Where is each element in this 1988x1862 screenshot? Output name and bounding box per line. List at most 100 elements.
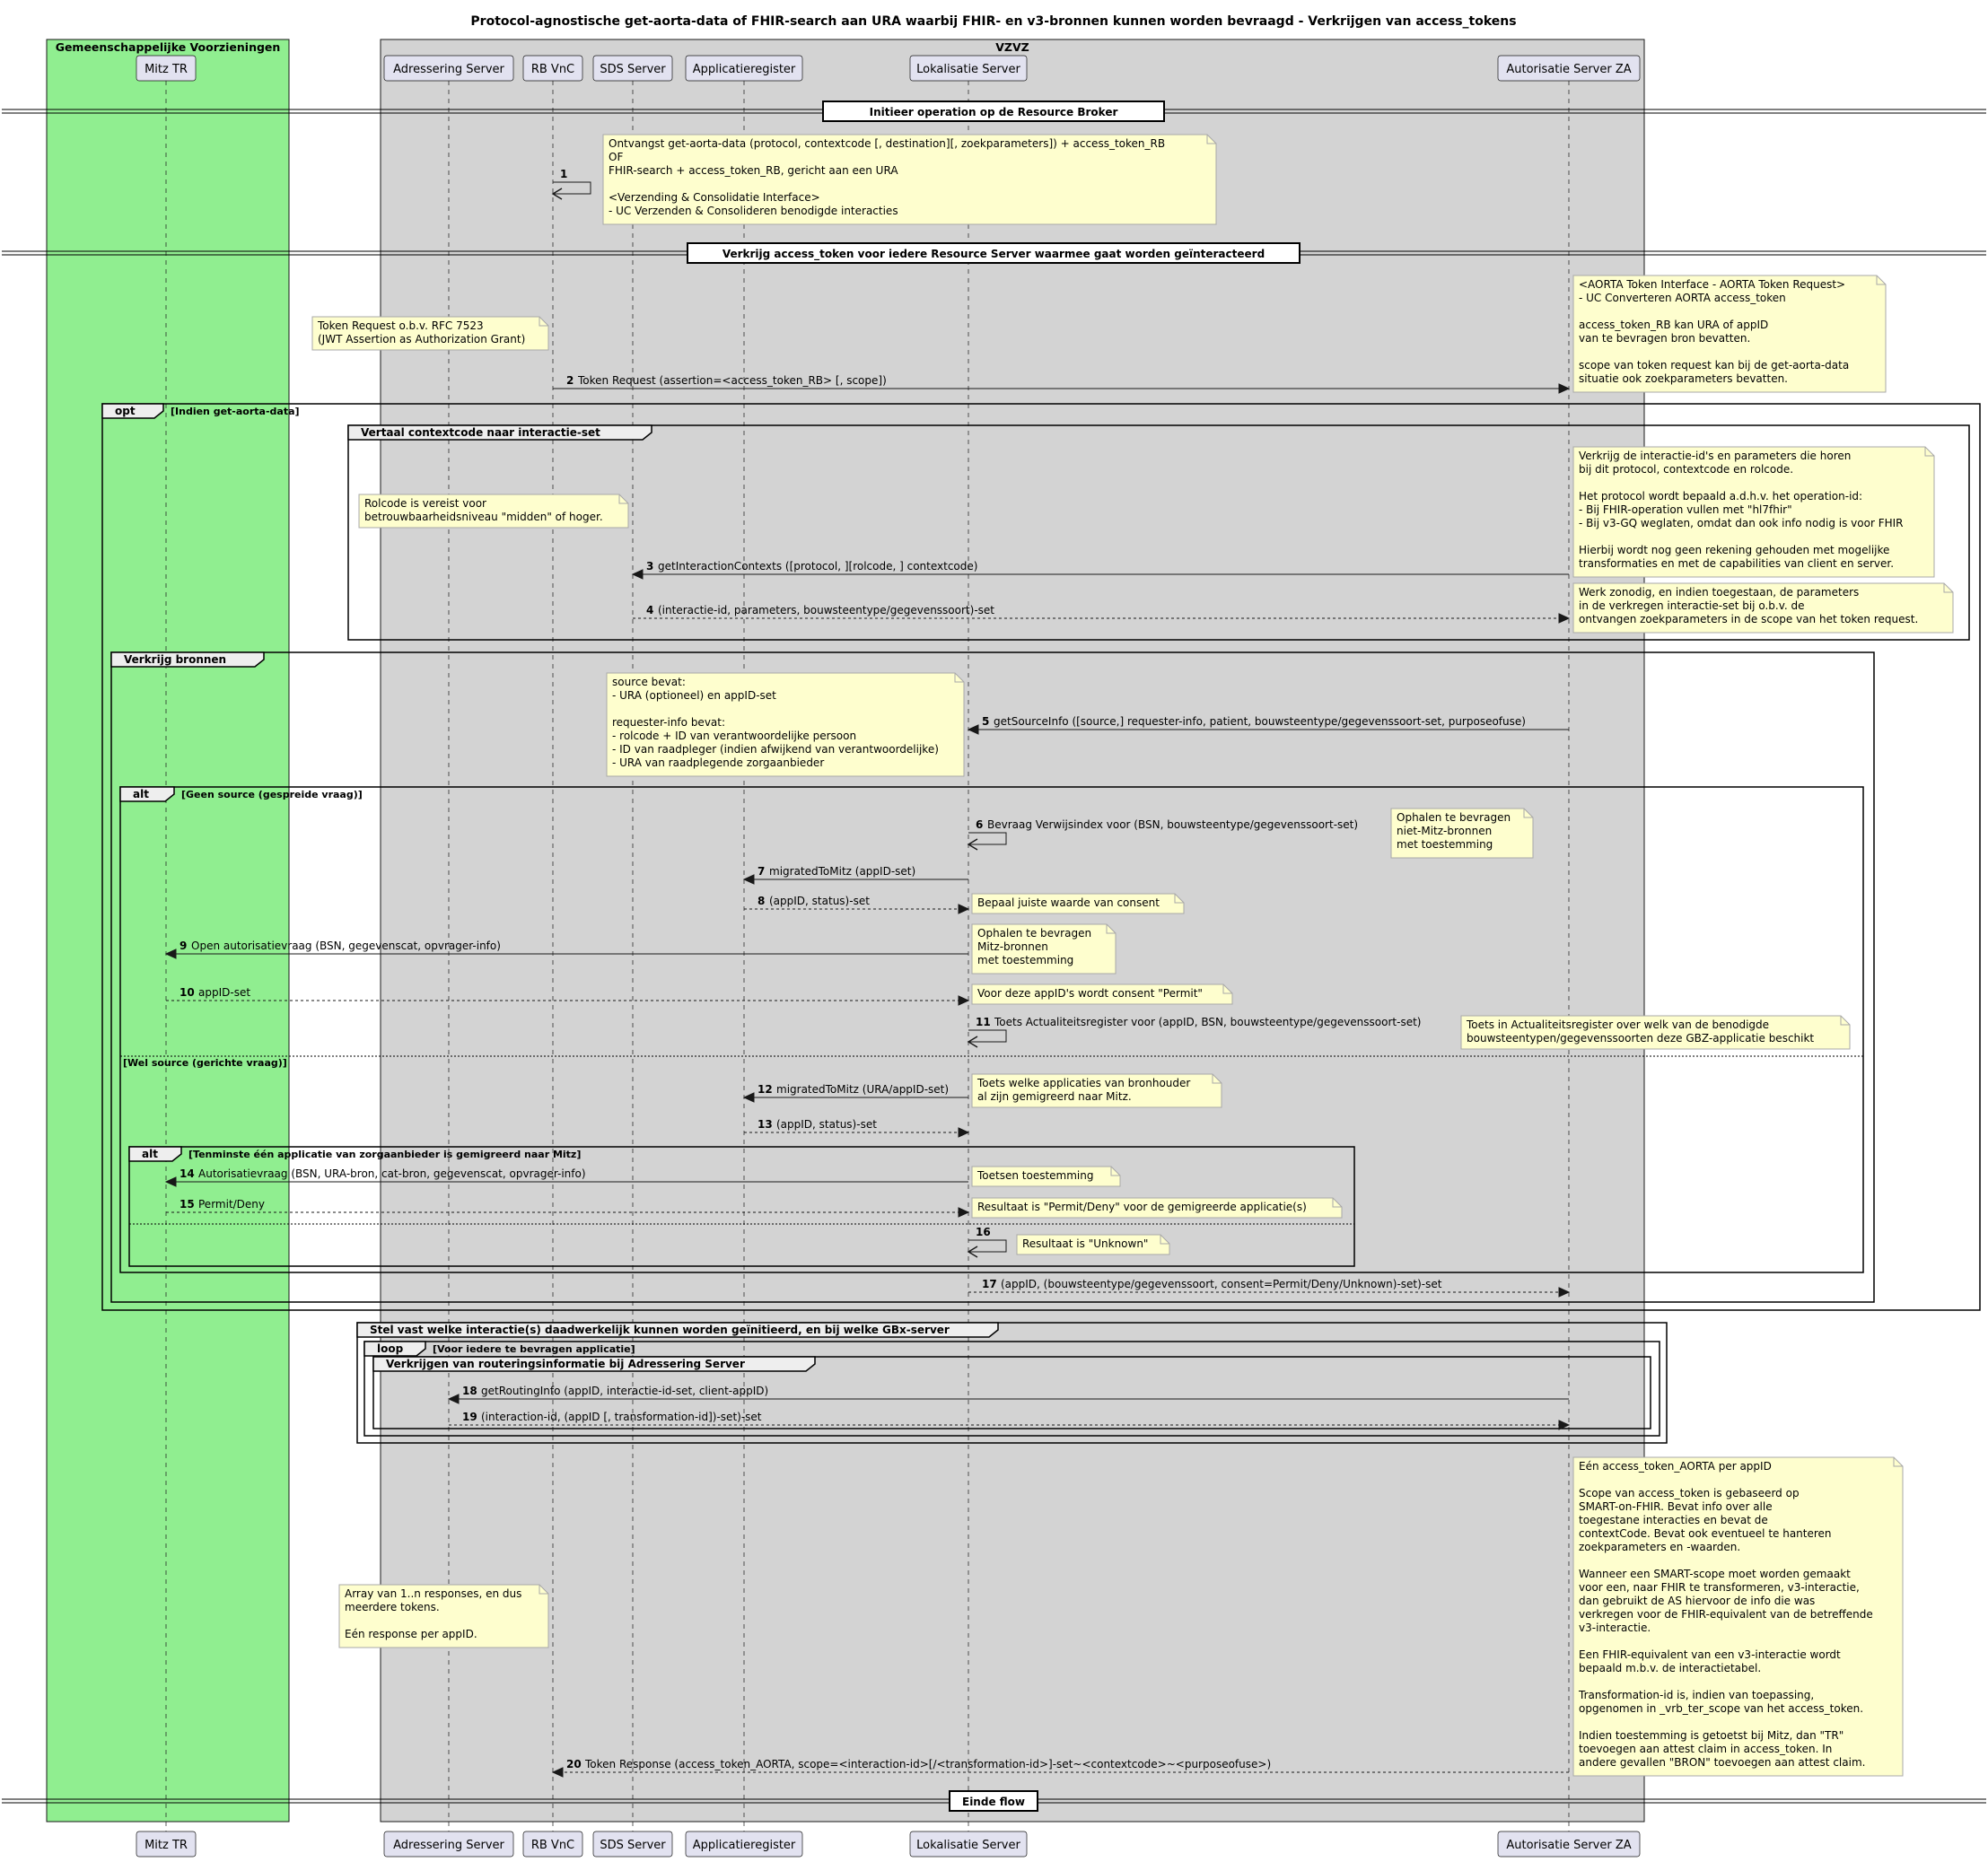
note-n16: Resultaat is "Unknown"	[1016, 1234, 1170, 1255]
arrow-head	[551, 1767, 564, 1778]
note-corner	[1332, 1198, 1342, 1208]
message-number: 3	[646, 560, 653, 573]
note-n15: Resultaat is "Permit/Deny" voor de gemig…	[971, 1197, 1343, 1219]
divider-box	[949, 1790, 1038, 1812]
message-number: 12	[758, 1083, 773, 1096]
participant-box	[685, 1831, 803, 1858]
note-body	[971, 1166, 1121, 1187]
frame-label: Stel vast welke interactie(s) daadwerkel…	[370, 1324, 950, 1336]
diagram-title: Protocol-agnostische get-aorta-data of F…	[470, 14, 1516, 29]
message-number: 13	[758, 1118, 773, 1131]
message-text: appID-set	[198, 986, 250, 999]
message-number: 15	[180, 1198, 195, 1211]
note-line: niet-Mitz-bronnen	[1397, 825, 1492, 837]
frame-border	[347, 424, 1970, 641]
frame-kind: loop	[377, 1342, 404, 1355]
note-n1: Ontvangst get-aorta-data (protocol, cont…	[602, 134, 1217, 225]
message-line	[968, 832, 1007, 845]
message-number: 7	[758, 865, 765, 878]
participant-lok-bottom[interactable]: Lokalisatie Server	[909, 1831, 1028, 1858]
divider-label: Verkrijg access_token voor iedere Resour…	[723, 248, 1265, 261]
participant-appreg-bottom[interactable]: Applicatieregister	[685, 1831, 803, 1858]
note-n3: Token Request o.b.v. RFC 7523(JWT Assert…	[311, 316, 549, 351]
frame-kind: opt	[115, 405, 136, 417]
note-line: Toets in Actualiteitsregister over welk …	[1466, 1018, 1769, 1031]
arrow-head	[958, 995, 970, 1006]
participant-label: RB VnC	[531, 1839, 574, 1852]
note-n11: Voor deze appID's wordt consent "Permit"	[971, 983, 1233, 1005]
message-text: (interactie-id, parameters, bouwsteentyp…	[658, 604, 994, 616]
arrow-head	[967, 1036, 978, 1048]
note-line: Wanneer een SMART-scope moet worden gema…	[1579, 1568, 1851, 1580]
note-line: scope van token request kan bij de get-a…	[1579, 359, 1849, 372]
participant-lok-top[interactable]: Lokalisatie Server	[909, 55, 1028, 82]
message-text: Autorisatievraag (BSN, URA-bron, cat-bro…	[198, 1167, 586, 1180]
message-number: 19	[462, 1411, 477, 1423]
message-text: Open autorisatievraag (BSN, gegevenscat,…	[191, 940, 501, 952]
note-corner	[539, 1585, 548, 1595]
arrow-head	[967, 1246, 978, 1258]
frame-label: Verkrijg bronnen	[124, 653, 226, 666]
message-number: 16	[976, 1226, 991, 1238]
note-line: Rolcode is vereist voor	[364, 497, 486, 510]
box-label-gv: Gemeenschappelijke Voorzieningen	[56, 40, 281, 54]
frame-border	[372, 1356, 1651, 1429]
note-line: voor een, naar FHIR te transformeren, v3…	[1579, 1581, 1860, 1594]
note-line: - rolcode + ID van verantwoordelijke per…	[612, 730, 856, 742]
message-number: 17	[982, 1278, 997, 1290]
note-line: meerdere tokens.	[345, 1601, 440, 1613]
note-line: (JWT Assertion as Authorization Grant)	[318, 333, 525, 345]
note-body	[971, 1197, 1343, 1219]
note-body	[1572, 1456, 1904, 1777]
note-line: toegestane interacties en bevat de	[1579, 1514, 1768, 1526]
note-body	[338, 1584, 549, 1648]
note-line: Ophalen te bevragen	[977, 927, 1091, 940]
participant-label: Applicatieregister	[693, 1839, 796, 1852]
frame-condition: [Tenminste één applicatie van zorgaanbie…	[188, 1149, 581, 1160]
participant-label: Autorisatie Server ZA	[1506, 1839, 1631, 1852]
note-line: transformaties en met de capabilities va…	[1579, 557, 1894, 570]
participant-sds-top[interactable]: SDS Server	[592, 55, 673, 82]
participant-rb-top[interactable]: RB VnC	[522, 55, 583, 82]
note-corner	[954, 673, 964, 683]
note-line: <Verzending & Consolidatie Interface>	[609, 191, 820, 204]
note-n7: source bevat:- URA (optioneel) en appID-…	[606, 672, 965, 777]
participant-as-bottom[interactable]: Autorisatie Server ZA	[1497, 1831, 1641, 1858]
note-line: Resultaat is "Permit/Deny" voor de gemig…	[977, 1201, 1307, 1213]
note-line: Array van 1..n responses, en dus	[345, 1587, 521, 1600]
note-corner	[1523, 809, 1533, 818]
note-corner	[1222, 984, 1232, 994]
note-n8: Ophalen te bevragenniet-Mitz-bronnenmet …	[1390, 808, 1534, 859]
participant-adr-top[interactable]: Adressering Server	[383, 55, 514, 82]
note-corner	[1212, 1074, 1222, 1084]
message-13: 13(appID, status)-set	[744, 1118, 970, 1138]
participant-mitz-top[interactable]: Mitz TR	[136, 55, 197, 82]
participant-label: Adressering Server	[393, 63, 504, 76]
note-line: - ID van raadpleger (indien afwijkend va…	[612, 743, 939, 756]
participant-box	[136, 55, 197, 82]
note-line: Ophalen te bevragen	[1397, 811, 1511, 824]
message-number: 11	[976, 1016, 991, 1028]
divider-3: Einde flow	[2, 1790, 1986, 1812]
participant-box	[909, 55, 1028, 82]
message-number: 14	[180, 1167, 195, 1180]
participant-as-top[interactable]: Autorisatie Server ZA	[1497, 55, 1641, 82]
frame-opt: opt[Indien get-aorta-data]	[101, 403, 1981, 1311]
arrow-head	[958, 1127, 970, 1138]
note-line: source bevat:	[612, 676, 686, 688]
participant-mitz-bottom[interactable]: Mitz TR	[136, 1831, 197, 1858]
participant-box	[522, 55, 583, 82]
note-n14: Toetsen toestemming	[971, 1166, 1121, 1187]
participant-rb-bottom[interactable]: RB VnC	[522, 1831, 583, 1858]
participant-sds-bottom[interactable]: SDS Server	[592, 1831, 673, 1858]
participant-label: Adressering Server	[393, 1839, 504, 1852]
frame-border	[356, 1322, 1668, 1444]
participant-adr-bottom[interactable]: Adressering Server	[383, 1831, 514, 1858]
participant-box	[383, 55, 514, 82]
note-corner	[1893, 1457, 1903, 1467]
arrow-head	[742, 1092, 755, 1103]
participant-appreg-top[interactable]: Applicatieregister	[685, 55, 803, 82]
divider-box	[687, 242, 1301, 264]
